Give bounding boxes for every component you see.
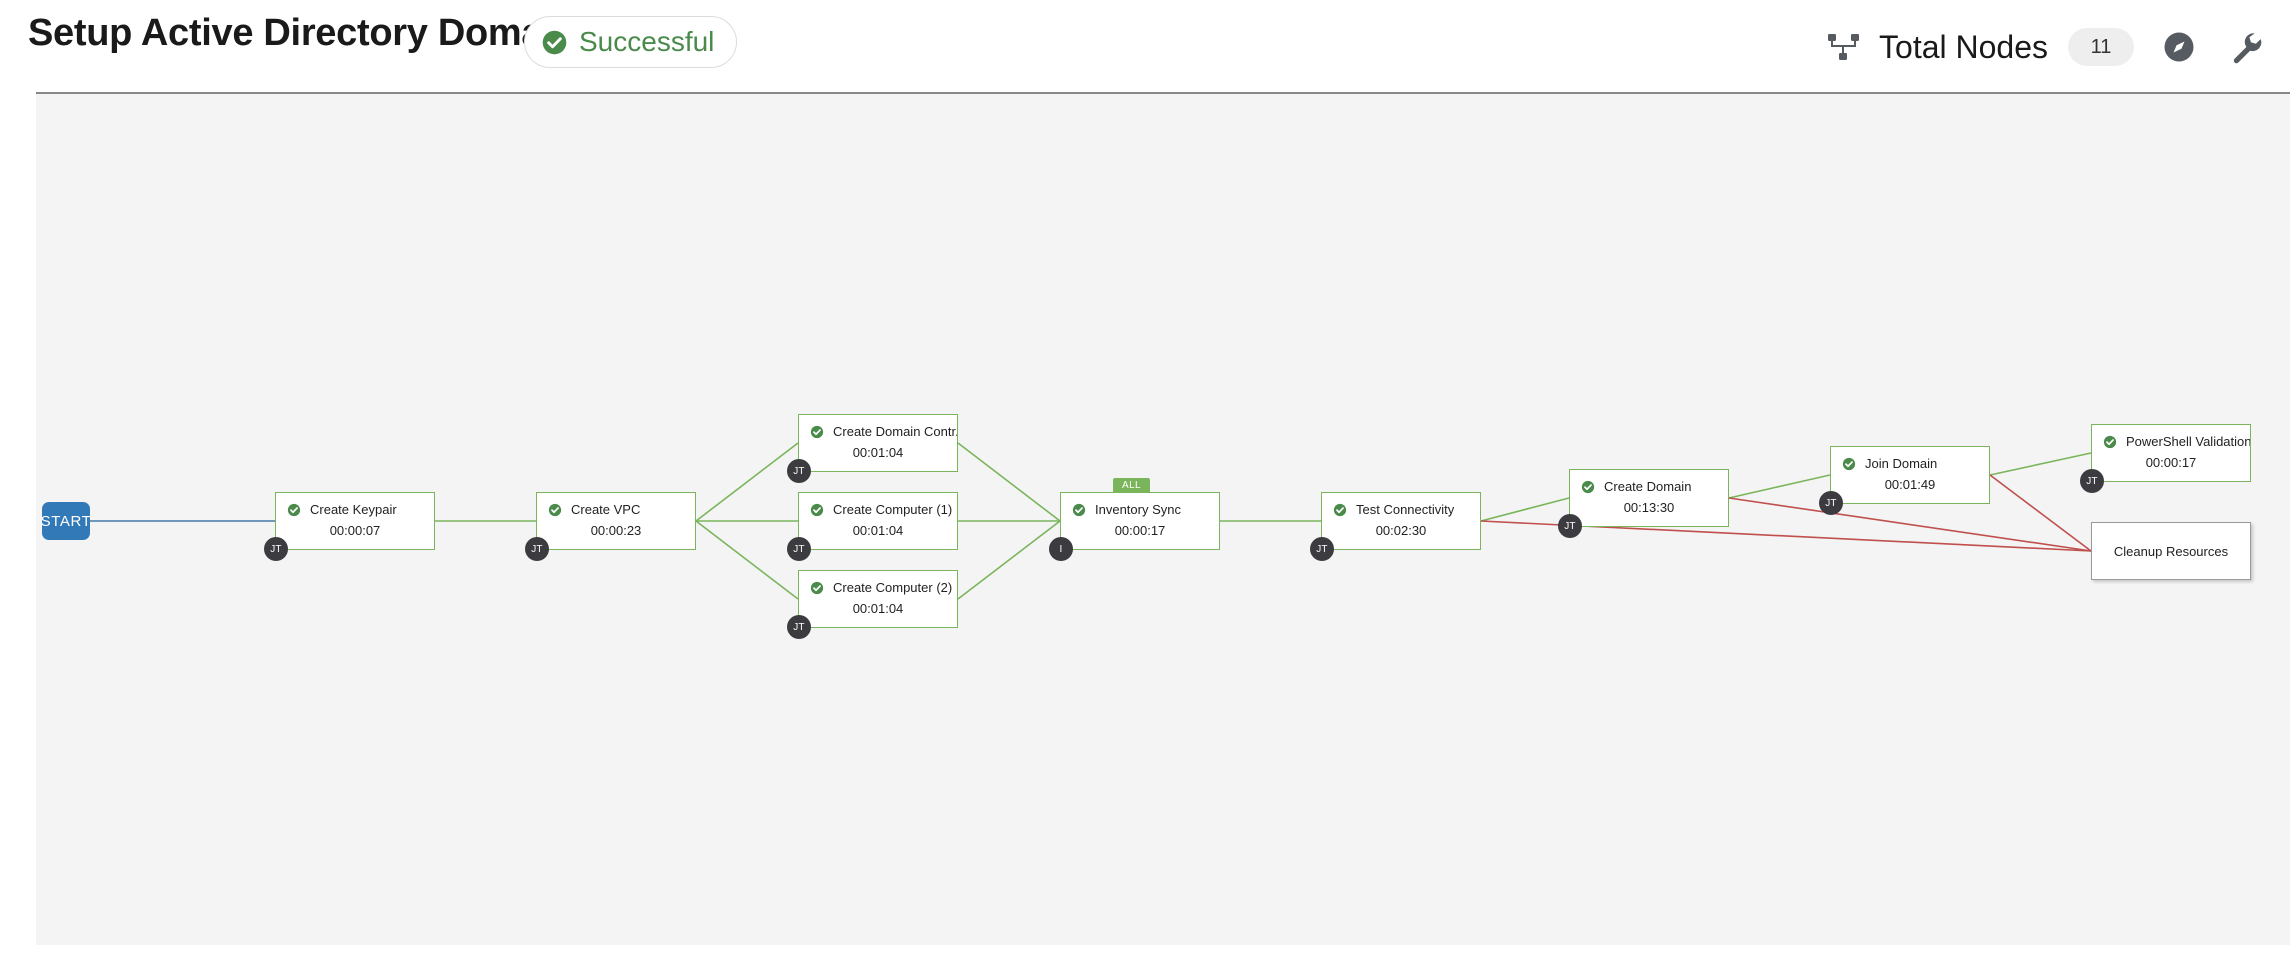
node-create-domain-controller[interactable]: Create Domain Contr... 00:01:04 JT	[787, 414, 958, 483]
node-duration: 00:02:30	[1375, 523, 1427, 538]
node-title: Join Domain	[1865, 456, 1938, 471]
edge-test-connectivity-to-create-domain	[1480, 497, 1570, 522]
circle-check-icon	[810, 425, 824, 438]
node-header: Join Domain	[1831, 447, 1989, 471]
node-title: Create Computer (2)	[833, 580, 953, 595]
circle-check-icon	[810, 503, 824, 516]
page-header: Setup Active Directory Domain Successful…	[0, 0, 2290, 94]
node-create-domain[interactable]: Create Domain 00:13:30 JT	[1558, 469, 1729, 538]
circle-check-icon	[1333, 503, 1347, 516]
node-title: Create VPC	[571, 502, 641, 517]
node-title: Create Domain Contr...	[833, 424, 957, 439]
node-title: Create Domain	[1604, 479, 1692, 494]
node-create-keypair[interactable]: Create Keypair 00:00:07 JT	[264, 492, 435, 561]
edge-layer	[90, 442, 2092, 600]
node-header: Create VPC	[537, 493, 695, 517]
node-badge[interactable]: JT	[264, 537, 288, 561]
node-create-computer-2[interactable]: Create Computer (2) 00:01:04 JT	[787, 570, 958, 639]
circle-check-icon	[548, 503, 562, 516]
status-badge-label: Successful	[579, 26, 715, 57]
node-badge[interactable]: I	[1049, 537, 1073, 561]
edge-join-domain-to-cleanup	[1989, 474, 2092, 552]
node-duration: 00:00:17	[2145, 455, 2197, 470]
circle-check-icon	[2103, 435, 2117, 448]
status-badge: Successful	[524, 16, 738, 68]
node-header: Create Domain	[1570, 470, 1728, 494]
header-divider	[36, 92, 2290, 94]
node-create-vpc[interactable]: Create VPC 00:00:23 JT	[525, 492, 696, 561]
node-badge[interactable]: JT	[1819, 491, 1843, 515]
edge-create-domain-to-join-domain	[1728, 474, 1831, 499]
sitemap-icon[interactable]	[1827, 32, 1861, 62]
node-badge[interactable]: JT	[787, 537, 811, 561]
edge-create-domain-to-cleanup	[1728, 497, 2092, 552]
node-inventory-sync[interactable]: ALL Inventory Sync 00:00:17 I	[1049, 478, 1220, 561]
node-title: Inventory Sync	[1095, 502, 1181, 517]
circle-check-icon	[810, 581, 824, 594]
node-badge[interactable]: JT	[1558, 514, 1582, 538]
workflow-canvas[interactable]: START Create Keypair 00:00:07 JT Create …	[36, 94, 2290, 945]
node-duration: 00:01:04	[852, 523, 904, 538]
node-header: Test Connectivity	[1322, 493, 1480, 517]
circle-check-icon	[1842, 457, 1856, 470]
node-badge[interactable]: JT	[1310, 537, 1334, 561]
node-duration: 00:00:23	[590, 523, 642, 538]
node-duration: 00:01:04	[852, 445, 904, 460]
node-title: Create Keypair	[310, 502, 397, 517]
node-cleanup-resources[interactable]: Cleanup Resources	[2091, 522, 2251, 580]
total-nodes-label: Total Nodes	[1879, 28, 2048, 65]
circle-check-icon	[542, 30, 567, 54]
node-header: Create Computer (2)	[799, 571, 957, 595]
node-badge[interactable]: JT	[787, 459, 811, 483]
edge-vpc-to-computer-2	[695, 520, 799, 600]
node-duration: 00:13:30	[1623, 500, 1675, 515]
node-title: Test Connectivity	[1356, 502, 1455, 517]
header-right-cluster: Total Nodes 11	[1827, 0, 2264, 94]
total-nodes-count-badge: 11	[2068, 28, 2134, 66]
node-badge[interactable]: JT	[2080, 469, 2104, 493]
wrench-icon[interactable]	[2230, 30, 2264, 64]
node-duration: 00:01:04	[852, 601, 904, 616]
page-title: Setup Active Directory Domain	[28, 12, 576, 54]
node-header: Create Computer (1)	[799, 493, 957, 517]
node-duration: 00:00:17	[1114, 523, 1166, 538]
node-duration: 00:01:49	[1884, 477, 1936, 492]
node-title: Cleanup Resources	[2113, 543, 2229, 559]
edge-join-domain-to-powershell-validation	[1989, 452, 2092, 476]
node-powershell-validation[interactable]: PowerShell Validation 00:00:17 JT	[2080, 424, 2251, 493]
edge-computer-2-to-inventory	[957, 520, 1061, 600]
node-header: Create Keypair	[276, 493, 434, 517]
circle-check-icon	[287, 503, 301, 516]
compass-icon[interactable]	[2162, 30, 2196, 64]
node-badge[interactable]: JT	[787, 615, 811, 639]
circle-check-icon	[1581, 480, 1595, 493]
circle-check-icon	[1072, 503, 1086, 516]
edge-vpc-to-domain-controller	[695, 442, 799, 522]
node-header: Create Domain Contr...	[799, 415, 957, 439]
node-join-domain[interactable]: Join Domain 00:01:49 JT	[1819, 446, 1990, 515]
edge-domain-controller-to-inventory	[957, 442, 1061, 522]
node-test-connectivity[interactable]: Test Connectivity 00:02:30 JT	[1310, 492, 1481, 561]
node-duration: 00:00:07	[329, 523, 381, 538]
node-title: PowerShell Validation	[2126, 434, 2250, 449]
all-badge: ALL	[1113, 478, 1150, 493]
node-badge[interactable]: JT	[525, 537, 549, 561]
node-header: PowerShell Validation	[2092, 425, 2250, 449]
node-header: Inventory Sync	[1061, 493, 1219, 517]
node-create-computer-1[interactable]: Create Computer (1) 00:01:04 JT	[787, 492, 958, 561]
start-node[interactable]: START	[41, 502, 91, 540]
node-title: Create Computer (1)	[833, 502, 953, 517]
